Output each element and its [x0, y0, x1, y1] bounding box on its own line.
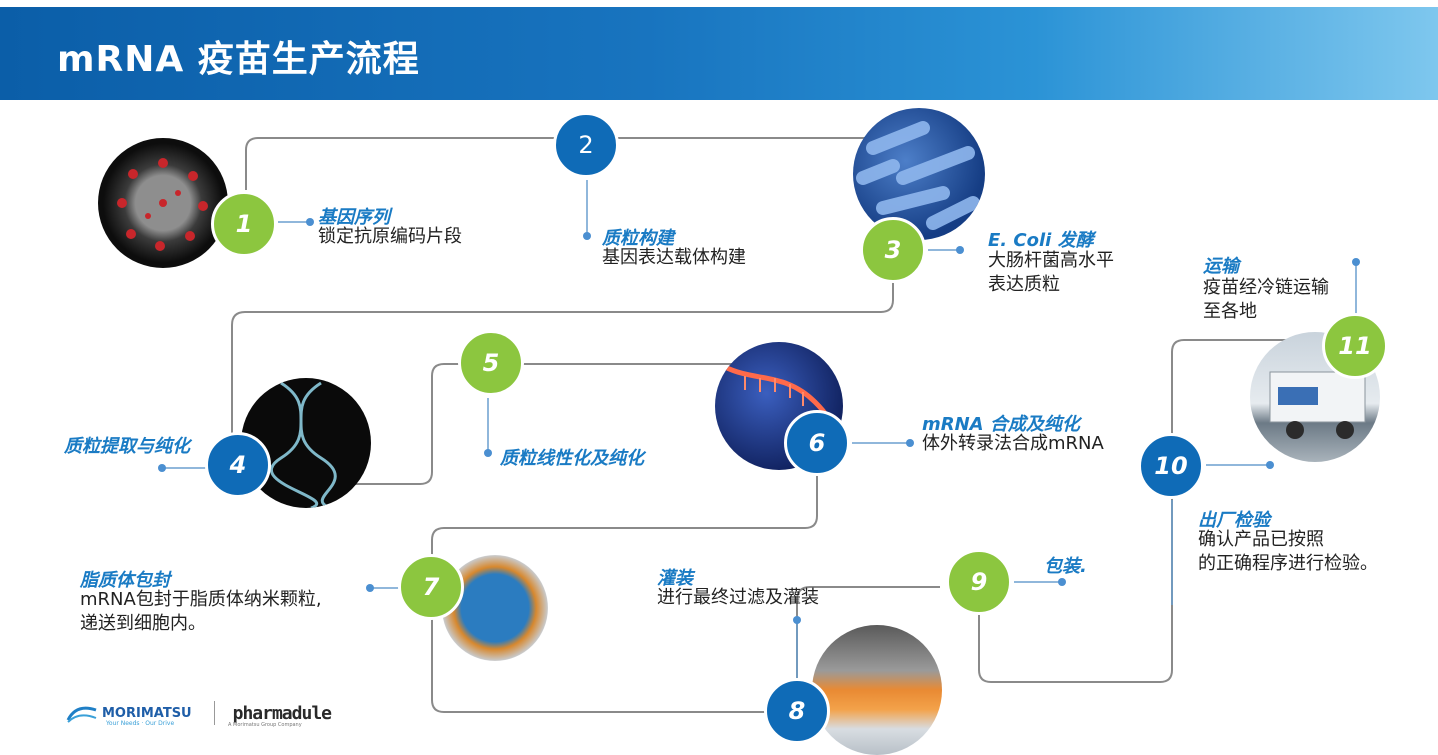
pharmadule-tagline: A Morimatsu Group Company [228, 722, 302, 728]
step-title-9: 包装. [1044, 556, 1087, 577]
dna-helix-icon [270, 381, 337, 508]
step-node-11: 11 [1322, 313, 1388, 379]
step-node-3: 3 [860, 217, 926, 283]
step-node-10: 10 [1138, 433, 1204, 499]
footer-logos: MORIMATSU Your Needs · Our Drive pharmad… [66, 698, 332, 728]
step-node-8: 8 [764, 678, 830, 744]
step-node-9: 9 [946, 549, 1012, 615]
header-banner [0, 7, 1438, 100]
morimatsu-logo-icon [66, 706, 97, 723]
connector-8-9 [796, 586, 940, 680]
connector-4-5 [340, 363, 780, 485]
dot-9 [1058, 578, 1066, 586]
bacteria-image [853, 108, 985, 240]
dot-10 [1266, 461, 1274, 469]
step-title-4: 质粒提取与纯化 [64, 436, 190, 457]
step-title-2: 质粒构建 [602, 228, 674, 249]
filling-image [812, 625, 942, 755]
step-desc-3-line1: 大肠杆菌高水平 [988, 250, 1114, 271]
step-title-7: 脂质体包封 [80, 570, 170, 591]
mrna-image [715, 342, 843, 470]
logo-divider [213, 701, 215, 725]
bacteria-rods-icon [856, 121, 980, 230]
step-title-1: 基因序列 [318, 207, 390, 228]
dot-5 [484, 449, 492, 457]
step-node-1: 1 [211, 191, 277, 257]
step-title-5: 质粒线性化及纯化 [500, 448, 644, 469]
connector-9-10 [978, 339, 1330, 683]
step-node-5: 5 [458, 330, 524, 396]
step-desc-10-line1: 确认产品已按照 [1198, 529, 1324, 550]
dot-11 [1352, 258, 1360, 266]
dot-4 [158, 464, 166, 472]
page-title: mRNA 疫苗生产流程 [57, 39, 420, 80]
virus-spikes-icon [117, 158, 208, 251]
dot-2 [583, 232, 591, 240]
step-title-3: E. Coli 发酵 [988, 230, 1094, 251]
step-desc-6-line1: 体外转录法合成mRNA [922, 433, 1104, 454]
step-desc-7-line1: mRNA包封于脂质体纳米颗粒, [80, 589, 322, 610]
step-desc-3-line2: 表达质粒 [988, 274, 1060, 295]
step-title-11: 运输 [1203, 256, 1239, 277]
dot-8 [793, 616, 801, 624]
step-node-6: 6 [784, 410, 850, 476]
dot-3 [956, 246, 964, 254]
dot-6 [906, 439, 914, 447]
virus-image [98, 138, 228, 268]
truck-icon [1269, 371, 1366, 439]
morimatsu-tagline: Your Needs · Our Drive [106, 720, 175, 727]
step-node-4: 4 [205, 432, 271, 498]
step-desc-2-line1: 基因表达载体构建 [602, 247, 746, 268]
step-desc-11-line1: 疫苗经冷链运输 [1203, 277, 1329, 298]
step-desc-1-line1: 锁定抗原编码片段 [318, 226, 462, 247]
step-title-10: 出厂检验 [1198, 510, 1270, 531]
dot-1 [306, 218, 314, 226]
step-title-8: 灌装 [657, 568, 693, 589]
pharmadule-brand: pharmadule [232, 702, 332, 724]
step-desc-11-line2: 至各地 [1203, 301, 1257, 322]
step-title-6: mRNA 合成及纯化 [922, 414, 1080, 435]
morimatsu-brand: MORIMATSU [102, 705, 192, 721]
connector-6-7 [431, 475, 818, 713]
step-desc-7-line2: 递送到细胞内。 [80, 613, 206, 634]
dot-7 [366, 584, 374, 592]
step-node-2: 2 [553, 112, 619, 178]
step-node-7: 7 [398, 554, 464, 620]
step-desc-10-line2: 的正确程序进行检验。 [1198, 553, 1378, 574]
step-desc-8-line1: 进行最终过滤及灌装 [657, 587, 819, 608]
